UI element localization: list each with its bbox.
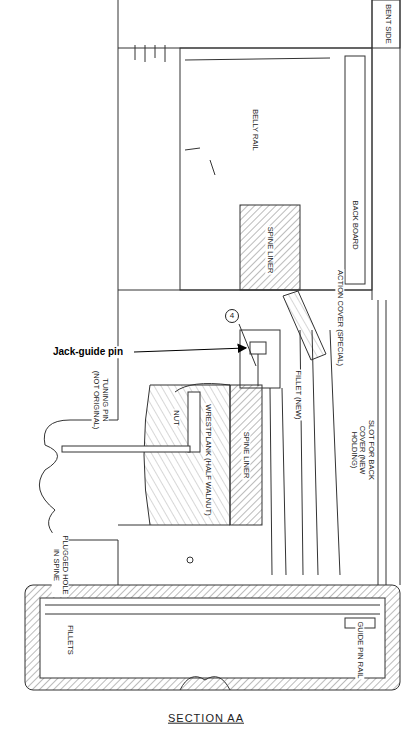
part-label: FILLETS [66,624,75,656]
part-label: BENT SIDE [384,3,393,44]
part-label: SLOT FOR BACK COVER (NEW HOLDING) [349,418,375,482]
part-label: NUT [172,409,181,426]
part-label: SPINE LINER [242,431,251,480]
caption: SECTION AA [167,712,245,725]
part-label: PLUGGED HOLE IN SPINE [51,533,68,597]
part-label: TUNING PIN (NOT ORIGINAL) [91,368,108,432]
part-label: BELLY RAIL [251,108,260,151]
pointer-label: Jack-guide pin [52,346,124,358]
part-label: FILLET (NEW) [294,369,303,420]
part-label: BACK BOARD [351,199,360,250]
part-label: GUIDE PIN RAIL [356,620,365,679]
callout-number: 4 [225,309,239,323]
part-label: WRESTPLANK (HALF WALNUT) [204,403,213,516]
part-label: ACTION COVER (SPECIAL) [336,269,345,367]
part-label: SPINE LINER [266,226,275,275]
